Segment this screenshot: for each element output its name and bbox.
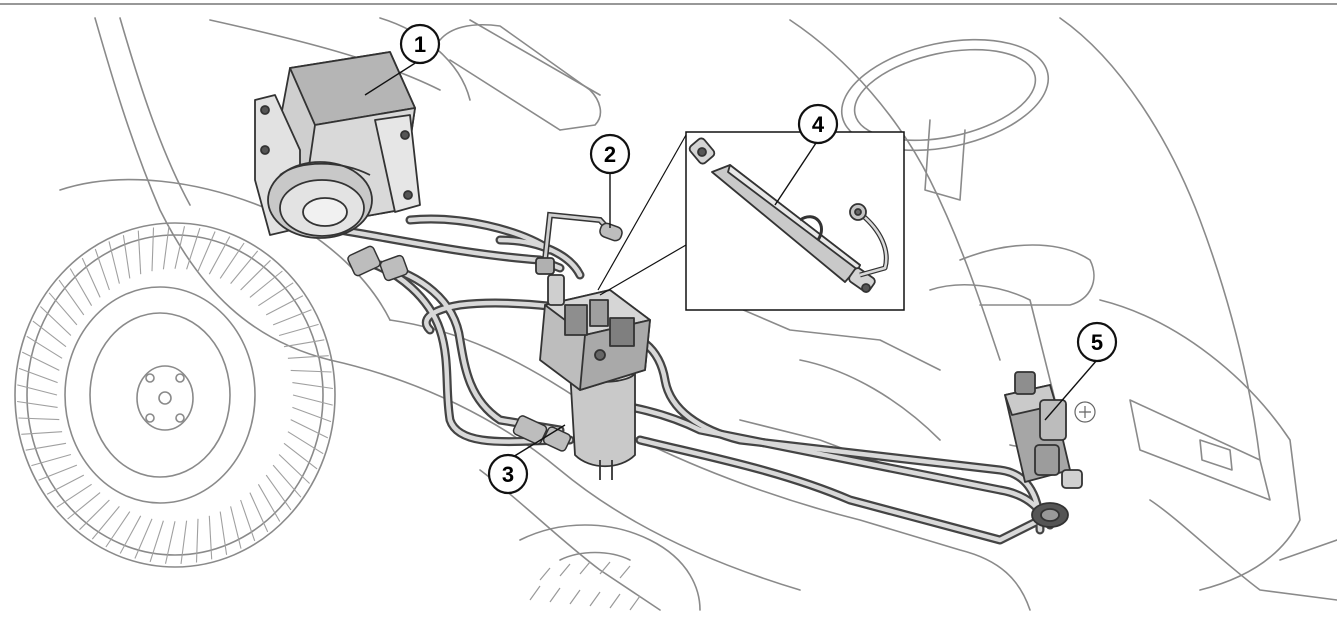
tread-mark (108, 241, 120, 284)
tread-mark (149, 520, 164, 563)
tread-mark (230, 250, 259, 284)
tread-mark (290, 369, 332, 373)
tread-mark (79, 499, 110, 531)
tread-mark (26, 335, 63, 359)
tread-mark (18, 417, 60, 421)
tread-mark (119, 515, 142, 554)
tread-mark (180, 520, 188, 564)
tread-mark (56, 483, 92, 508)
callout-4-label: 4 (812, 112, 825, 137)
tread-mark (46, 474, 85, 495)
tread-mark (40, 306, 72, 336)
tread-mark (94, 248, 110, 291)
tractor-body-outline (59, 17, 1337, 611)
tread-mark (25, 442, 67, 451)
tread-mark (283, 339, 325, 348)
tread-mark (21, 351, 60, 371)
tread-mark (137, 230, 142, 275)
callout-2: 2 (589, 133, 631, 175)
tread-mark (283, 442, 318, 470)
tread-mark (249, 492, 269, 533)
tread-mark (292, 406, 332, 423)
hydraulic-pump-unit (254, 51, 421, 239)
callout-1-label: 1 (414, 32, 426, 57)
lower-wheel-tread (529, 561, 641, 611)
tread-mark (278, 454, 310, 484)
tread-mark (38, 464, 78, 481)
callout-4: 4 (797, 103, 839, 145)
tread-mark (21, 431, 63, 435)
tread-mark (186, 227, 201, 270)
tread-mark (174, 226, 186, 269)
tread-mark (292, 382, 333, 390)
front-wheel-tread (17, 226, 333, 564)
callout-1: 1 (399, 23, 441, 65)
tread-mark (195, 518, 199, 563)
tread-mark (272, 464, 302, 498)
tread-mark (230, 506, 242, 549)
callout-leaders (364, 59, 1098, 461)
tread-mark (219, 511, 228, 555)
tread-mark (258, 282, 294, 307)
tread-mark (249, 270, 283, 298)
detail-inset (597, 131, 905, 311)
tread-mark (265, 474, 292, 511)
tread-mark (208, 515, 213, 560)
tread-mark (17, 384, 58, 396)
tread-mark (287, 431, 324, 455)
callout-5: 5 (1076, 321, 1118, 363)
tread-mark (17, 400, 58, 408)
tread-mark (290, 419, 329, 439)
tread-mark (162, 226, 170, 270)
tread-mark (122, 235, 131, 279)
tread-mark (18, 367, 58, 384)
tread-mark (164, 521, 176, 564)
front-wheel (14, 222, 336, 568)
tread-mark (105, 511, 131, 548)
tread-mark (265, 295, 304, 316)
tread-mark (48, 292, 78, 326)
tread-mark (257, 484, 281, 522)
callout-3: 3 (487, 453, 529, 495)
tread-mark (240, 499, 256, 542)
callout-2-label: 2 (604, 142, 616, 167)
callout-3-label: 3 (502, 462, 514, 487)
tread-mark (134, 518, 153, 559)
tread-mark (31, 453, 72, 467)
rear-control-valve (1004, 371, 1096, 528)
tread-mark (58, 279, 85, 316)
tread-mark (197, 231, 216, 272)
lift-cylinder (688, 137, 889, 293)
tread-mark (272, 309, 312, 326)
tread-mark (219, 242, 245, 279)
tread-mark (91, 506, 120, 540)
tread-mark (32, 320, 67, 348)
tread-mark (67, 492, 101, 520)
tread-mark (208, 236, 231, 275)
callout-5-label: 5 (1091, 330, 1103, 355)
tread-mark (81, 257, 101, 298)
tread-mark (240, 259, 271, 291)
tread-mark (151, 227, 155, 272)
valve-block-filter (535, 257, 651, 480)
tread-mark (278, 323, 319, 337)
tread-mark (287, 355, 329, 359)
tread-mark (69, 268, 93, 306)
tread-mark (292, 394, 333, 406)
lift-lever (542, 211, 623, 263)
